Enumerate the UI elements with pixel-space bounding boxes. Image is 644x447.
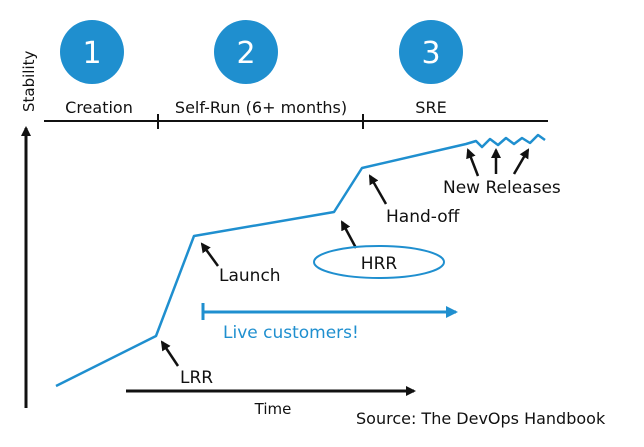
- lrr-label: LRR: [180, 368, 213, 388]
- hand-off-arrow: [368, 174, 388, 205]
- stability-curve: [55, 133, 546, 388]
- hrr-label: HRR: [361, 254, 398, 274]
- y-axis: Stability: [20, 51, 38, 408]
- phase-timeline: [44, 114, 548, 129]
- phase-2-label: Self-Run (6+ months): [175, 98, 347, 117]
- phase-3-number: 3: [421, 36, 440, 71]
- phase-1-circle: [60, 20, 124, 84]
- launch-label: Launch: [219, 266, 281, 286]
- new-releases-arrow: [466, 148, 480, 177]
- phase-2: 2 Self-Run (6+ months): [175, 20, 347, 117]
- phase-3-label: SRE: [415, 98, 446, 117]
- hand-off-label: Hand-off: [386, 207, 461, 227]
- hrr-arrow: [340, 220, 358, 249]
- phase-3-circle: [399, 20, 463, 84]
- source-caption: Source: The DevOps Handbook: [356, 409, 606, 428]
- new-releases-label: New Releases: [443, 178, 561, 198]
- phase-1: 1 Creation: [60, 20, 133, 117]
- live-customers-label: Live customers!: [223, 323, 359, 343]
- y-axis-label: Stability: [20, 51, 38, 113]
- phase-2-number: 2: [236, 36, 255, 71]
- lrr-arrow: [160, 340, 180, 367]
- new-releases-arrow: [512, 148, 530, 175]
- hrr-ellipse: [313, 245, 445, 279]
- phase-3: 3 SRE: [399, 20, 463, 117]
- phase-2-circle: [214, 20, 278, 84]
- phase-1-label: Creation: [65, 98, 133, 117]
- x-axis-label: Time: [254, 400, 292, 418]
- x-axis: Time: [126, 386, 416, 418]
- launch-arrow: [200, 242, 220, 267]
- phase-1-number: 1: [82, 36, 101, 71]
